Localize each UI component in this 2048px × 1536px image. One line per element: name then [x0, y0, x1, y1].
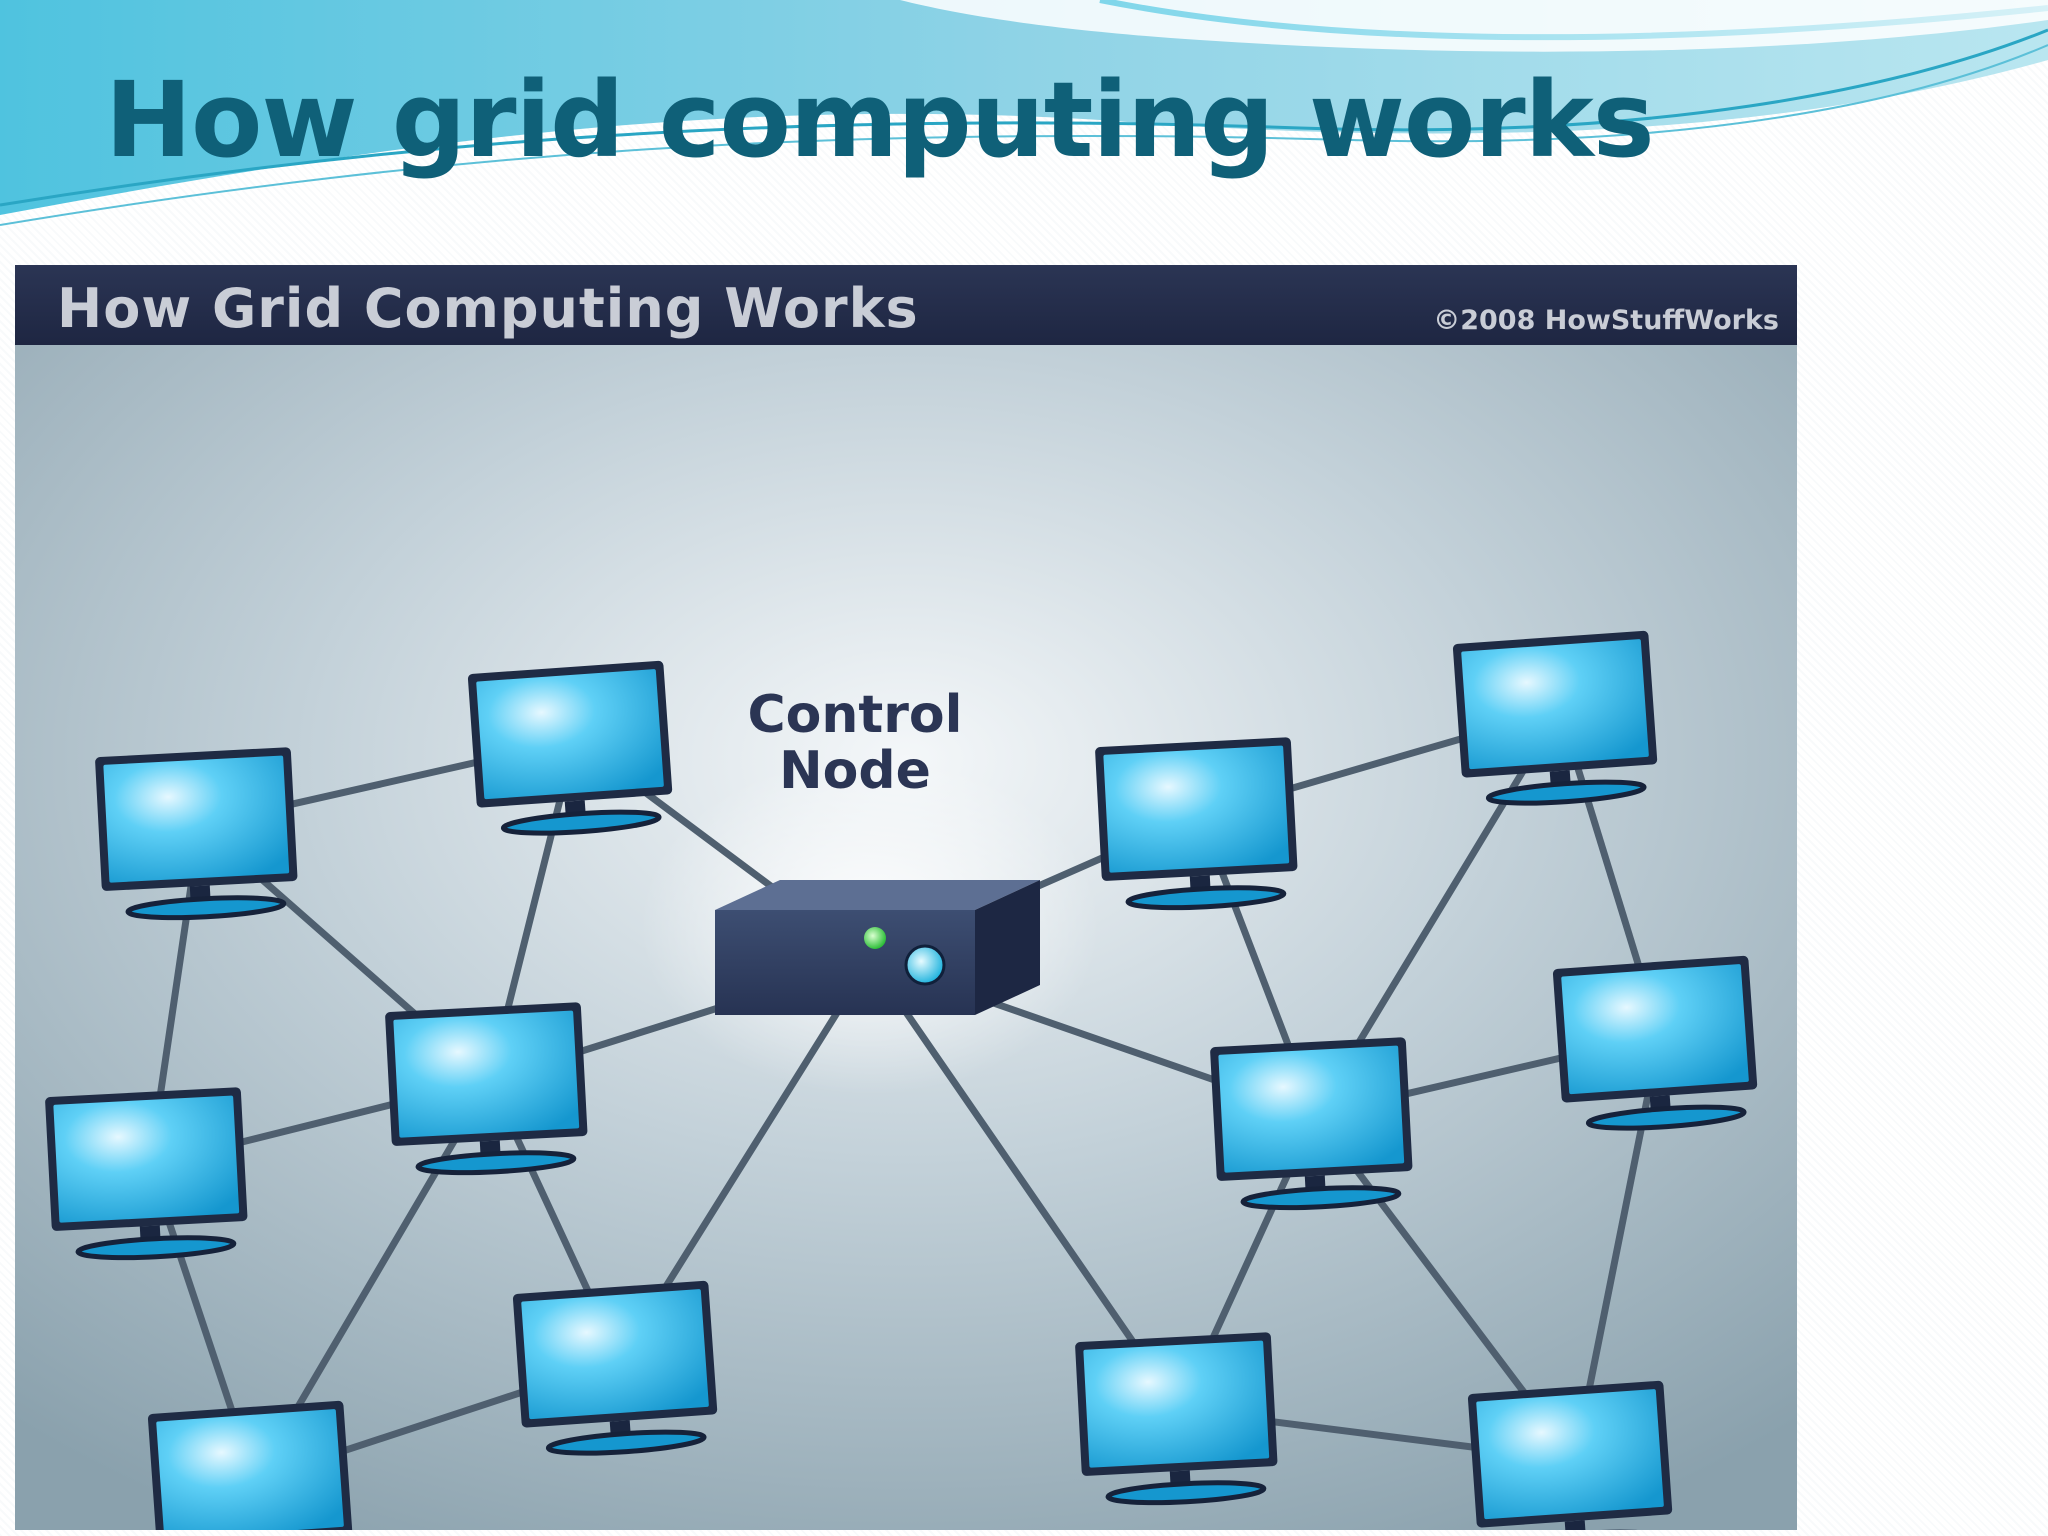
- computer-monitor-icon: [1075, 1332, 1278, 1506]
- computer-monitor-icon: [95, 747, 298, 921]
- slide-title: How grid computing works: [105, 59, 1655, 181]
- diagram-figure: How Grid Computing Works ©2008 HowStuffW…: [15, 265, 1797, 1530]
- computer-monitor-icon: [1467, 1380, 1673, 1530]
- connection-line: [866, 956, 1184, 1414]
- power-button-blue: [904, 944, 946, 986]
- computer-monitor-icon: [147, 1400, 353, 1530]
- control-node-label-line-2: Node: [779, 741, 931, 801]
- computer-monitor-icon: [1095, 737, 1298, 911]
- network-diagram: [15, 345, 1797, 1530]
- figure-header-bar: How Grid Computing Works ©2008 HowStuffW…: [15, 265, 1797, 348]
- slide-wave-decoration: [0, 0, 2048, 226]
- computer-monitor-icon: [385, 1002, 588, 1176]
- computer-monitor-icon: [45, 1087, 248, 1261]
- status-led-green: [864, 927, 886, 949]
- computer-monitor-icon: [512, 1280, 718, 1456]
- control-node-label: Control Node: [705, 687, 1005, 799]
- computer-monitor-icon: [467, 660, 673, 836]
- control-node-label-line-1: Control: [747, 685, 963, 745]
- computer-monitor-icon: [1552, 955, 1758, 1131]
- computer-monitor-icon: [1210, 1037, 1413, 1211]
- figure-title: How Grid Computing Works: [57, 277, 919, 340]
- computer-monitor-icon: [1452, 630, 1658, 806]
- figure-credit: ©2008 HowStuffWorks: [1433, 305, 1779, 336]
- control-node-server-icon: [715, 880, 1040, 1015]
